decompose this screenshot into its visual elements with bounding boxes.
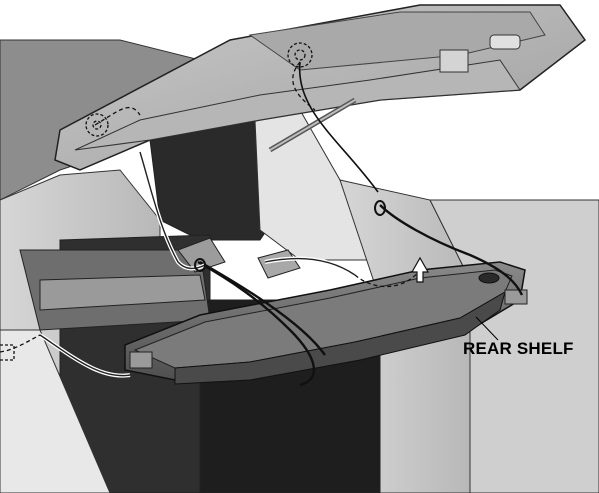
shelf-strings — [38, 61, 524, 387]
vehicle-body — [0, 39, 599, 493]
hidden-string-routing — [0, 61, 421, 353]
rear-shelf-label: REAR SHELF — [463, 339, 574, 358]
hidden-clip-markers — [0, 42, 313, 361]
hook-arrow-icon — [410, 256, 430, 283]
callout-leader-line — [475, 316, 499, 341]
tailgate — [54, 4, 587, 171]
rear-shelf — [124, 261, 528, 385]
